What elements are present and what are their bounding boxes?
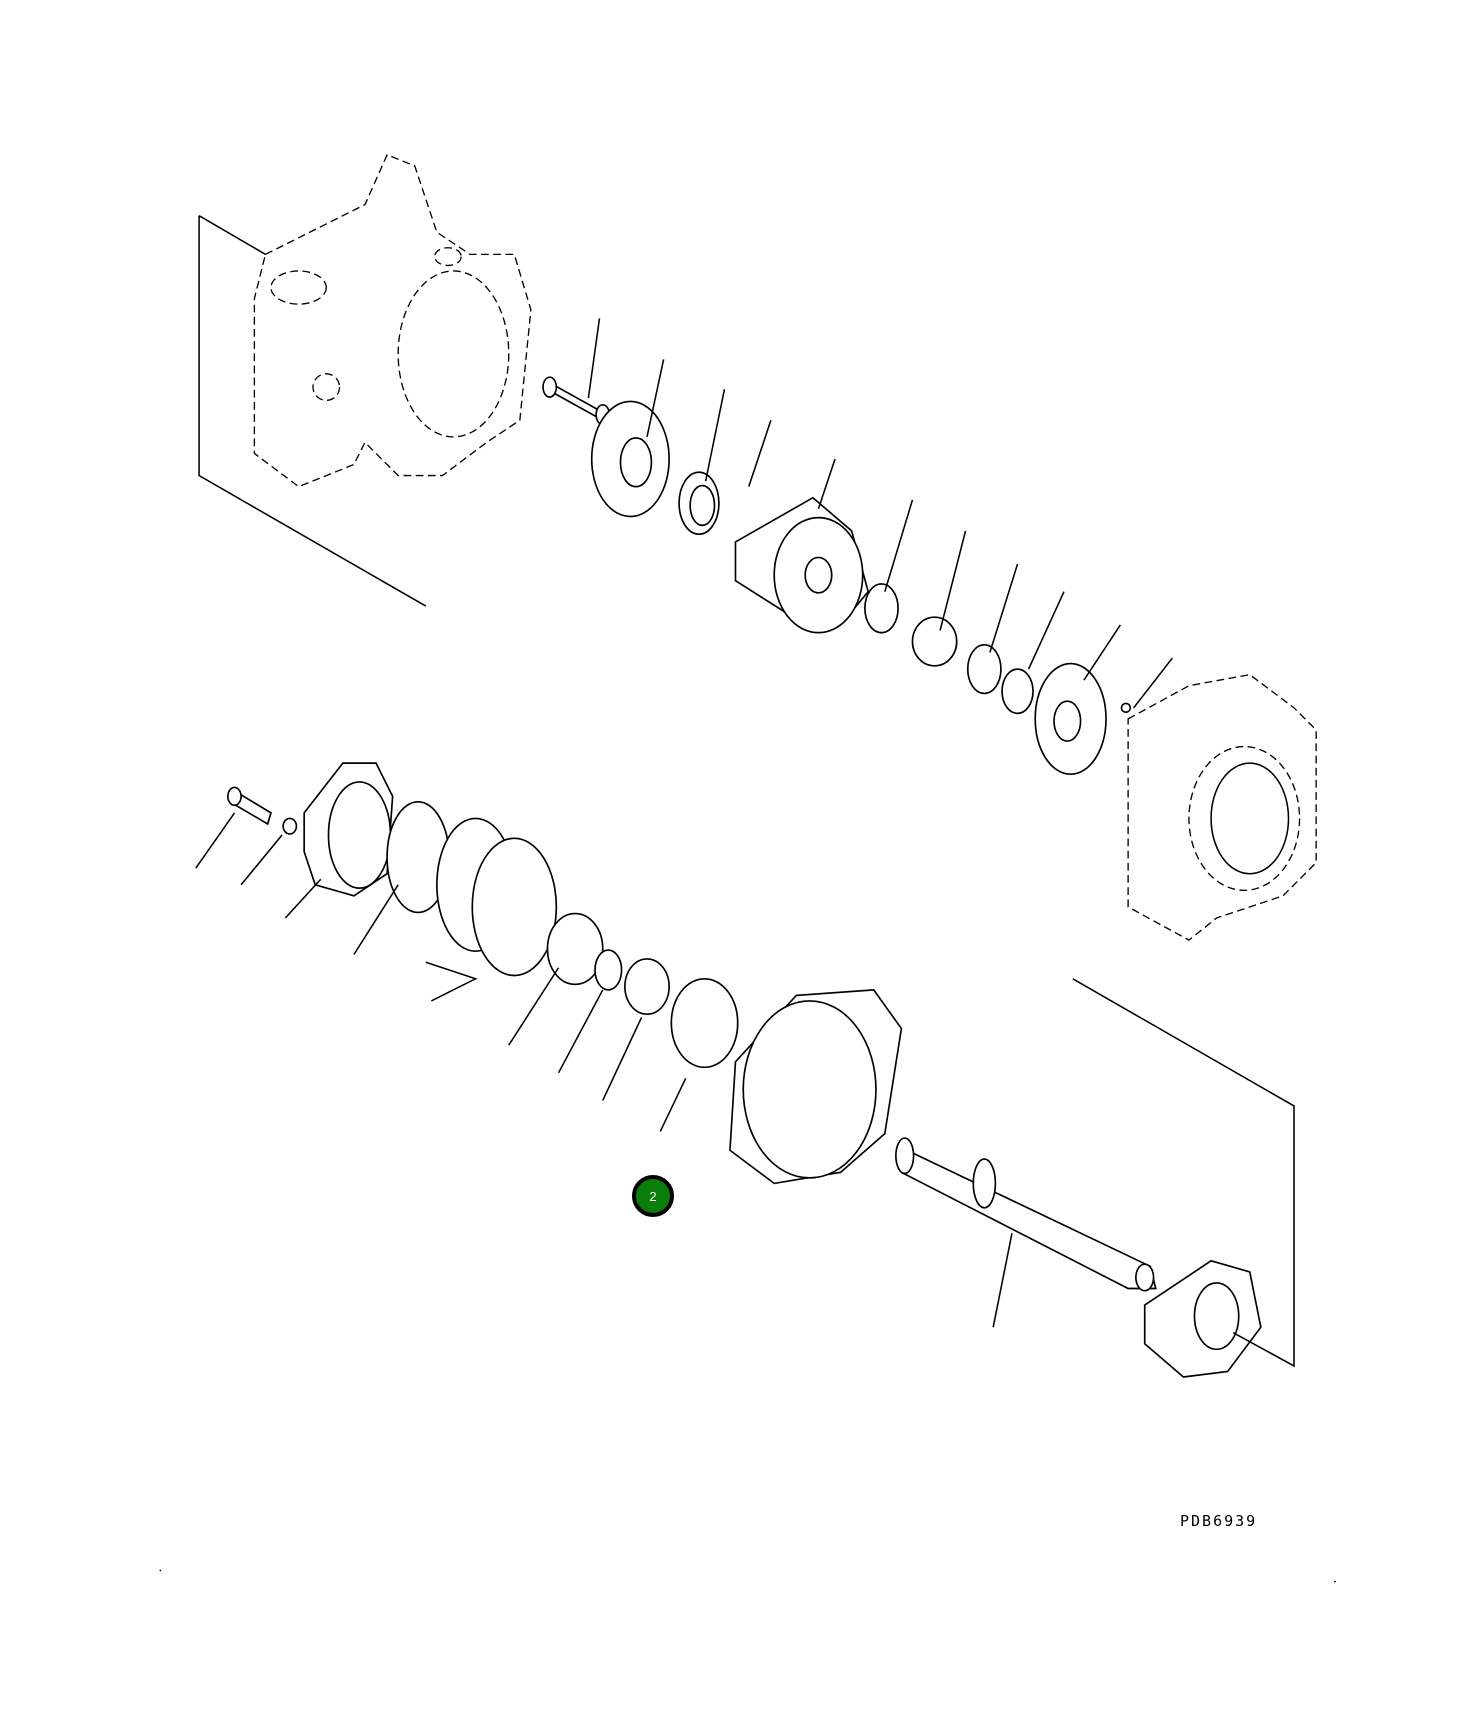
lower-parts <box>195 762 1295 1378</box>
upper-parts <box>542 318 1173 776</box>
figure-code: PDB6939 <box>1180 1512 1258 1530</box>
lower-housing <box>1127 673 1317 941</box>
upper-housing <box>198 153 532 607</box>
callout-badge-2[interactable]: 2 <box>632 1175 674 1217</box>
